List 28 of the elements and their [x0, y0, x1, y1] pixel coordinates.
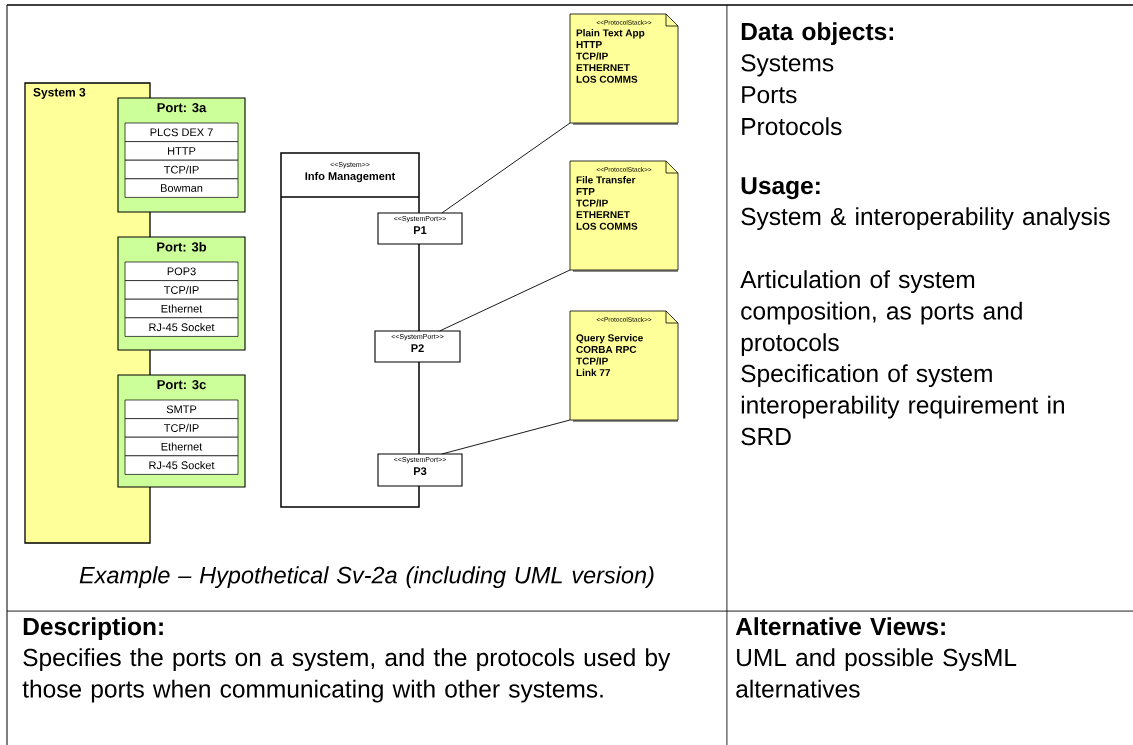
figure-caption: Example – Hypothetical Sv-2a (including UML version) [79, 566, 654, 589]
section-heading: Description: [23, 617, 163, 641]
protocol-cell: TCP/IP [124, 418, 239, 438]
list-item: Systems [741, 54, 834, 77]
protocol-cell: POP3 [124, 261, 239, 281]
list-item: Articulation of system composition, as ports and protocols [740, 270, 1022, 357]
list-item: Protocols [742, 117, 842, 136]
list-item: System & interoperability analysis [741, 207, 1110, 231]
protocol-cell: RJ-45 Socket [124, 455, 239, 475]
connector-line [441, 419, 571, 455]
protocol-cell: Ethernet [124, 298, 239, 319]
connector-line [439, 269, 571, 332]
list-item: Specification of system interoperability requirement in SRD [741, 364, 1064, 446]
list-item: Ports [742, 86, 797, 104]
protocol-cell: HTTP [124, 141, 239, 161]
protocol-cell: TCP/IP [124, 159, 239, 180]
connector-line [441, 122, 571, 214]
protocol-cell: RJ-45 Socket [124, 317, 239, 337]
protocol-cell: Bowman [124, 178, 239, 198]
section-heading: Alternative Views: [735, 617, 945, 636]
paragraph: UML and possible SysML alternatives [736, 648, 1017, 698]
protocol-cell: PLCS DEX 7 [124, 122, 239, 142]
protocol-cell: SMTP [124, 399, 239, 419]
protocol-cell: TCP/IP [124, 280, 239, 300]
protocol-cell: Ethernet [124, 436, 239, 457]
section-heading: Data objects: [741, 22, 894, 46]
section-heading: Usage: [741, 177, 820, 200]
paragraph: Specifies the ports on a system, and the protocols used by those ports when communicating with other systems. [22, 648, 671, 703]
